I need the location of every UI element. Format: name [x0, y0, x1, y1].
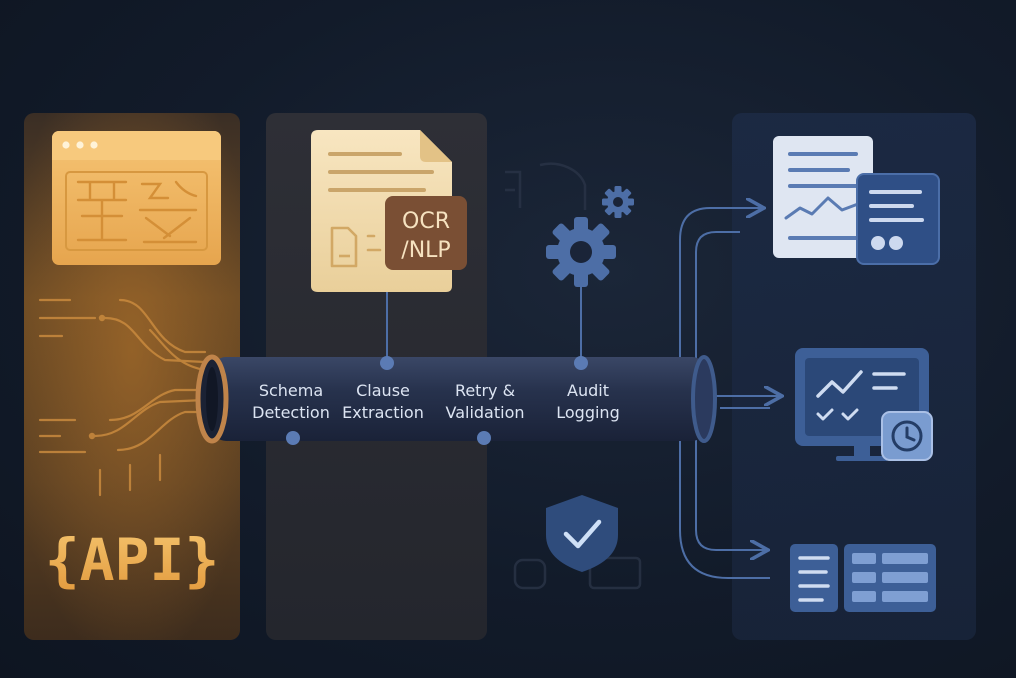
shield-check-icon	[546, 495, 618, 572]
gear-icon	[546, 186, 634, 287]
stage-clause-line2: Extraction	[342, 403, 424, 422]
stage-retry-line2: Validation	[445, 403, 524, 422]
circuit-traces	[38, 298, 207, 497]
stage-labels: Schema Detection Clause Extraction Retry…	[252, 381, 620, 422]
report-document-icon	[773, 136, 940, 265]
pipeline-pipe	[195, 354, 717, 444]
pipe-connector-dots	[286, 356, 588, 445]
table-list-icon	[790, 544, 936, 612]
api-label: {API}	[45, 526, 220, 594]
stage-clause-line1: Clause	[356, 381, 410, 400]
stage-audit-line1: Audit	[567, 381, 609, 400]
faint-background-glyphs	[505, 162, 642, 590]
ocr-badge-line1: OCR	[402, 209, 450, 234]
stage-schema-line2: Detection	[252, 403, 330, 422]
output-arrows	[679, 208, 780, 579]
browser-window-icon	[52, 131, 221, 265]
stage-schema-line1: Schema	[259, 381, 323, 400]
monitor-dashboard-icon	[795, 348, 933, 461]
stage-retry-line1: Retry &	[455, 381, 515, 400]
ocr-badge-line2: /NLP	[401, 238, 450, 263]
stage-audit-line2: Logging	[556, 403, 619, 422]
ocr-nlp-badge: OCR /NLP	[385, 196, 467, 270]
